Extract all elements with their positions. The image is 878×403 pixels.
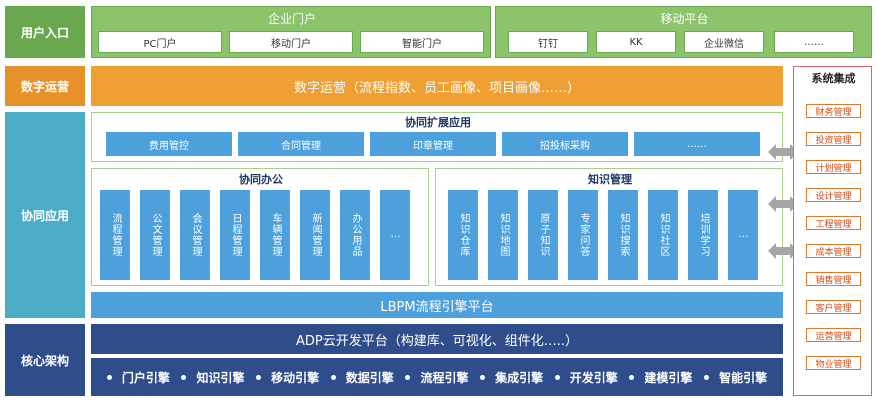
engine-label: 流程引擎 <box>420 370 469 385</box>
system-integration-item[interactable]: 计划管理 <box>806 160 861 174</box>
knowledge-item[interactable]: 培训学习 <box>688 190 718 280</box>
system-integration-item[interactable]: 客户管理 <box>806 300 861 314</box>
knowledge-item[interactable]: 知识社区 <box>648 190 678 280</box>
portal-item-smart[interactable]: 智能门户 <box>360 31 484 53</box>
bullet-icon <box>106 374 112 380</box>
knowledge-mgmt-panel: 知识管理 知识仓库知识地图原子知识专家问答知识搜索知识社区培训学习 … <box>435 168 783 286</box>
engine-knowledge: 知识引擎 <box>181 369 244 386</box>
engine-process: 流程引擎 <box>405 369 468 386</box>
double-arrow-icon <box>768 196 798 212</box>
bullet-icon <box>405 374 411 380</box>
collab-office-title: 协同办公 <box>239 173 283 186</box>
engine-label: 智能引擎 <box>719 370 768 385</box>
engine-label: 开发引擎 <box>569 370 618 385</box>
layer-label-digital-ops: 数字运营 <box>5 66 85 106</box>
adp-bar: ADP云开发平台（构建库、可视化、组件化…..） <box>91 324 783 354</box>
system-integration-item[interactable]: 成本管理 <box>806 244 861 258</box>
system-integration-item[interactable]: 投资管理 <box>806 132 861 146</box>
office-item[interactable]: 会议管理 <box>180 190 210 280</box>
portal-item-mobile[interactable]: 移动门户 <box>229 31 353 53</box>
office-item[interactable]: 新闻管理 <box>300 190 330 280</box>
enterprise-portal-title: 企业门户 <box>267 11 316 26</box>
bullet-icon <box>629 374 635 380</box>
layer-label-user-entry: 用户入口 <box>5 6 85 58</box>
engine-data: 数据引擎 <box>330 369 394 386</box>
engine-label: 建模引擎 <box>644 370 693 385</box>
bullet-icon <box>554 374 560 380</box>
bullet-icon <box>480 374 486 380</box>
engine-row: 门户引擎 知识引擎 移动引擎 数据引擎 流程引擎 集成引擎 开发引擎 建模引擎 … <box>91 358 783 396</box>
engine-label: 集成引擎 <box>495 370 544 385</box>
bullet-icon <box>181 374 187 380</box>
layer-label-collab-app: 协同应用 <box>5 112 85 318</box>
office-item[interactable]: … <box>380 190 410 280</box>
ext-item-bidding[interactable]: 招投标采购 <box>502 132 628 156</box>
engine-modeling: 建模引擎 <box>629 369 692 386</box>
knowledge-item[interactable]: 知识仓库 <box>448 190 478 280</box>
layer-label-core-arch: 核心架构 <box>5 324 85 396</box>
office-item[interactable]: 流程管理 <box>100 190 130 280</box>
system-integration-item[interactable]: 工程管理 <box>806 216 861 230</box>
system-integration-item[interactable]: 财务管理 <box>806 104 861 118</box>
bullet-icon <box>704 374 710 380</box>
portal-item-pc[interactable]: PC门户 <box>98 31 222 53</box>
knowledge-item[interactable]: 专家问答 <box>568 190 598 280</box>
system-integration-item[interactable]: 设计管理 <box>806 188 861 202</box>
ext-item-expense[interactable]: 费用管控 <box>106 132 232 156</box>
office-item[interactable]: 办公用品 <box>340 190 370 280</box>
knowledge-item[interactable]: … <box>728 190 758 280</box>
enterprise-portal-panel: 企业门户 PC门户 移动门户 智能门户 <box>91 6 491 58</box>
engine-label: 移动引擎 <box>271 370 320 385</box>
office-item[interactable]: 车辆管理 <box>260 190 290 280</box>
bullet-icon <box>256 374 262 380</box>
knowledge-item[interactable]: 知识搜索 <box>608 190 638 280</box>
system-integration-item[interactable]: 运营管理 <box>806 328 861 342</box>
collab-office-panel: 协同办公 流程管理公文管理会议管理日程管理车辆管理新闻管理办公用品 … <box>91 168 429 286</box>
engine-label: 数据引擎 <box>345 370 394 385</box>
collab-extension-panel: 协同扩展应用 费用管控 合同管理 印章管理 招投标采购 …… <box>91 112 783 162</box>
engine-mobile: 移动引擎 <box>256 369 319 386</box>
engine-integration: 集成引擎 <box>480 369 543 386</box>
mobile-platform-title: 移动平台 <box>660 11 709 26</box>
office-item[interactable]: 日程管理 <box>220 190 250 280</box>
knowledge-item[interactable]: 知识地图 <box>488 190 518 280</box>
engine-ai: 智能引擎 <box>704 369 767 386</box>
system-integration-item[interactable]: 物业管理 <box>806 356 861 370</box>
mobile-item-dingding[interactable]: 钉钉 <box>508 31 588 53</box>
system-integration-item[interactable]: 销售管理 <box>806 272 861 286</box>
double-arrow-icon <box>768 243 798 259</box>
engine-development: 开发引擎 <box>554 369 618 386</box>
bullet-icon <box>330 374 336 380</box>
mobile-item-more[interactable]: …… <box>774 31 854 53</box>
ext-item-contract[interactable]: 合同管理 <box>238 132 364 156</box>
engine-label: 门户引擎 <box>121 370 170 385</box>
mobile-item-kk[interactable]: KK <box>596 31 676 53</box>
office-item[interactable]: 公文管理 <box>140 190 170 280</box>
knowledge-mgmt-title: 知识管理 <box>588 173 632 186</box>
knowledge-item[interactable]: 原子知识 <box>528 190 558 280</box>
system-integration-panel: 系统集成 财务管理投资管理计划管理设计管理工程管理成本管理销售管理客户管理运营管… <box>793 66 872 396</box>
mobile-item-wecom[interactable]: 企业微信 <box>684 31 764 53</box>
engine-label: 知识引擎 <box>196 370 245 385</box>
engine-portal: 门户引擎 <box>106 369 170 386</box>
digital-ops-bar: 数字运营（流程指数、员工画像、项目画像……） <box>91 66 783 106</box>
double-arrow-icon <box>768 144 798 160</box>
ext-item-more[interactable]: …… <box>634 132 760 156</box>
collab-extension-title: 协同扩展应用 <box>405 116 471 129</box>
mobile-platform-panel: 移动平台 钉钉 KK 企业微信 …… <box>495 6 872 58</box>
ext-item-seal[interactable]: 印章管理 <box>370 132 496 156</box>
system-integration-title: 系统集成 <box>811 72 856 85</box>
lbpm-bar: LBPM流程引擎平台 <box>91 292 783 318</box>
